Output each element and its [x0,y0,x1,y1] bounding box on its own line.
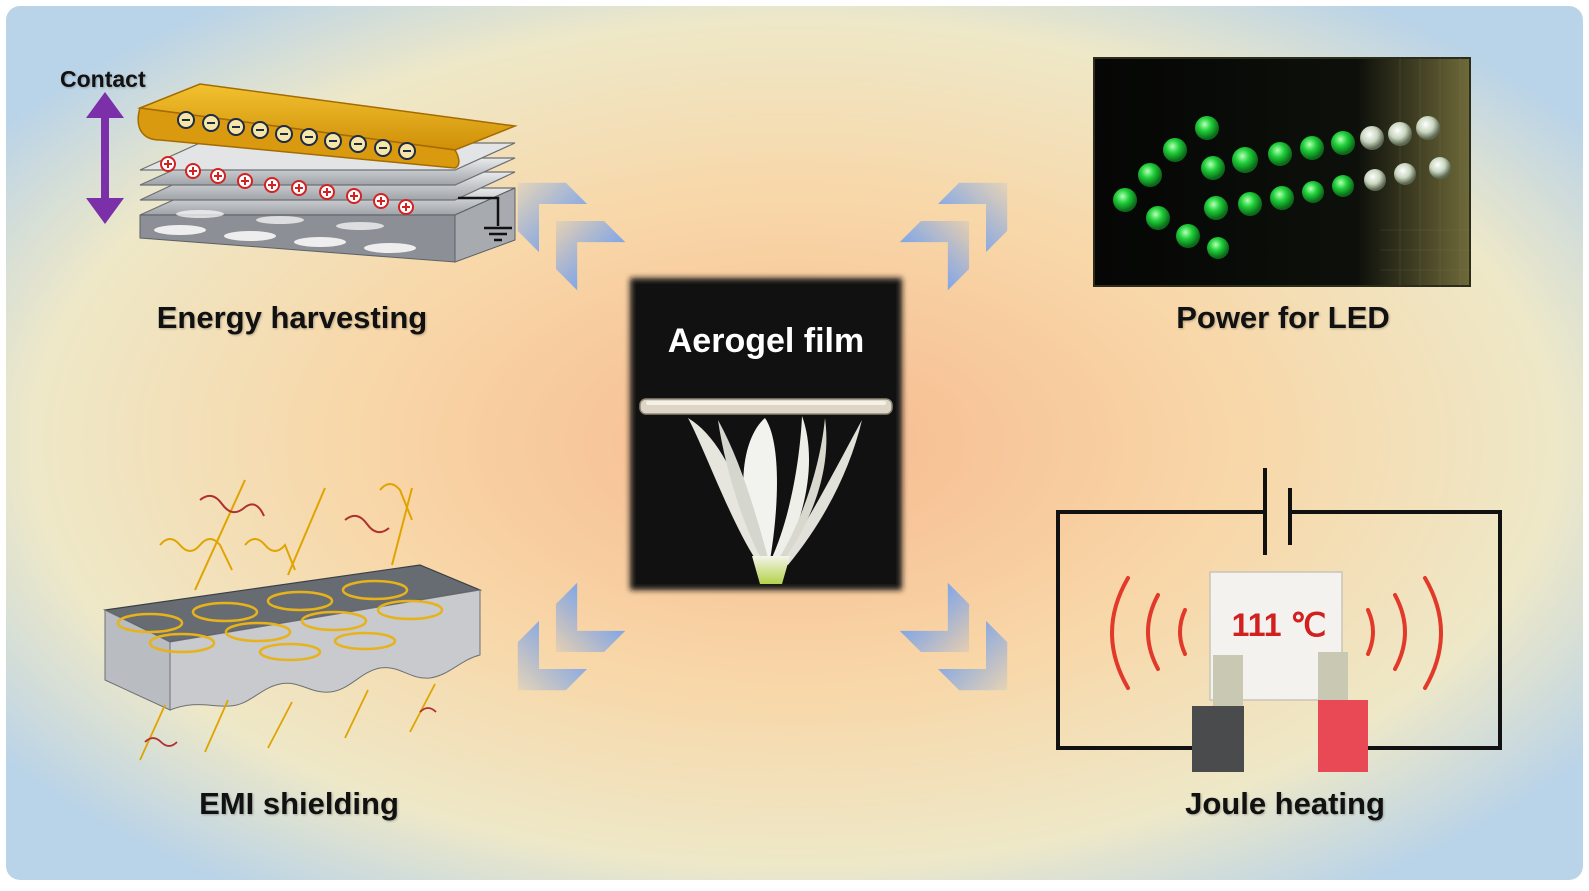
contact-label: Contact [60,66,146,92]
led-photo [1093,57,1471,287]
ground-symbol [458,196,512,242]
contact-arrow [86,92,124,224]
energy-harvesting-illustration [86,83,518,263]
positive-charges [160,156,414,215]
emi-pores [116,579,444,662]
joule-heating-illustration [1056,468,1502,772]
emi-shielding-illustration [102,479,483,761]
arrow-bottom-left [517,582,626,691]
joule-heating-label: Joule heating [1185,786,1385,821]
incoming-waves [159,479,413,591]
arrow-bottom-right [899,582,1008,691]
heat-waves [1110,576,1443,690]
power-for-led-label: Power for LED [1176,300,1390,335]
circuit-wire [1056,468,1502,750]
arrow-top-left [517,182,626,291]
led-lights [1113,116,1451,259]
aerogel-photo [630,278,902,590]
emi-shielding-label: EMI shielding [199,786,399,821]
negative-charges [177,111,416,160]
electrode-left [1192,655,1244,772]
electrode-right [1318,652,1368,772]
center-title: Aerogel film [668,322,864,360]
transmitted-waves [139,683,437,761]
temperature-readout: 111 ℃ [1232,607,1327,643]
energy-harvesting-label: Energy harvesting [156,300,428,335]
arrow-top-right [899,182,1008,291]
